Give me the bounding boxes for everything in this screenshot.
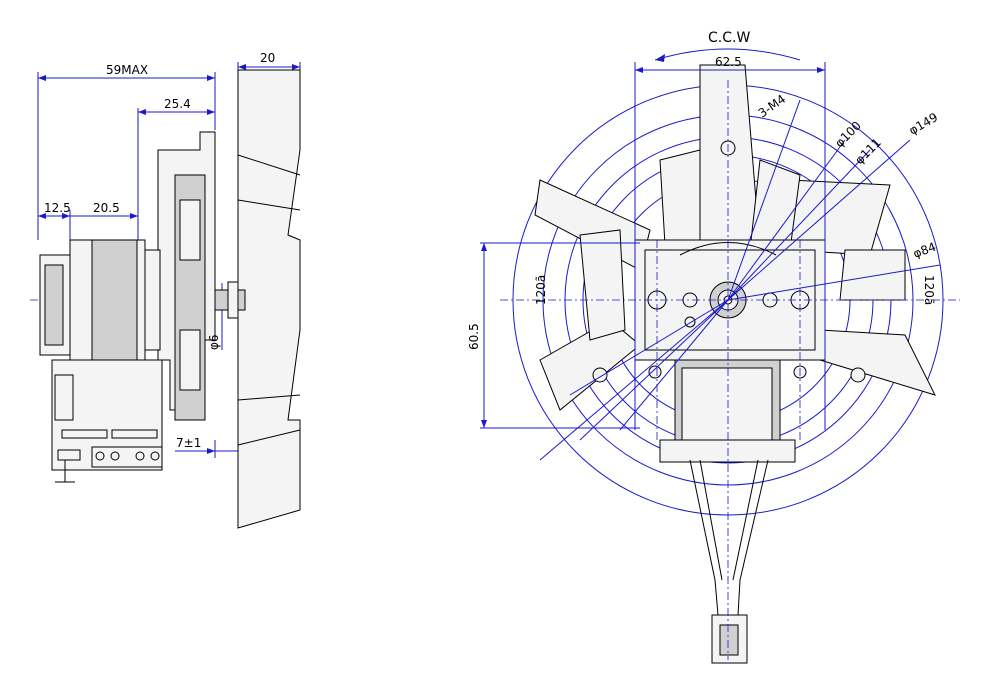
label-shaft-proj: 7±1	[176, 436, 201, 450]
front-arrowheads	[481, 54, 825, 428]
lead-wires	[689, 459, 769, 616]
label-dia-149: φ149	[907, 110, 941, 138]
fan-blades	[534, 64, 936, 411]
label-overall-length: 59MAX	[106, 63, 148, 77]
label-angle-left: 120ã	[534, 275, 548, 305]
label-body-seg: 20.5	[93, 201, 120, 215]
label-dia-84: φ84	[911, 240, 938, 261]
label-angle-right: 120ã	[922, 275, 936, 305]
label-dia-111: φ111	[852, 135, 884, 167]
label-fan-depth: 20	[260, 51, 275, 65]
label-shaft-offset: 25.4	[164, 97, 191, 111]
label-front-seg: 12.5	[44, 201, 71, 215]
label-shaft-dia: φ6	[207, 334, 221, 350]
label-screw: 3-M4	[756, 92, 789, 121]
label-height: 60.5	[467, 323, 481, 350]
fan-blade-side	[237, 69, 301, 529]
side-view: 59MAX 25.4 12.5 20.5 20 7±1 φ6	[30, 51, 301, 529]
label-dia-100: φ100	[832, 118, 864, 150]
radial-dimension-lines	[480, 48, 960, 660]
label-rotation: C.C.W	[708, 30, 750, 46]
label-hole-spacing: 62.5	[715, 55, 742, 69]
front-view: C.C.W 62.5 3-M4 φ100 φ111 φ149 φ84 120ã …	[467, 30, 960, 664]
